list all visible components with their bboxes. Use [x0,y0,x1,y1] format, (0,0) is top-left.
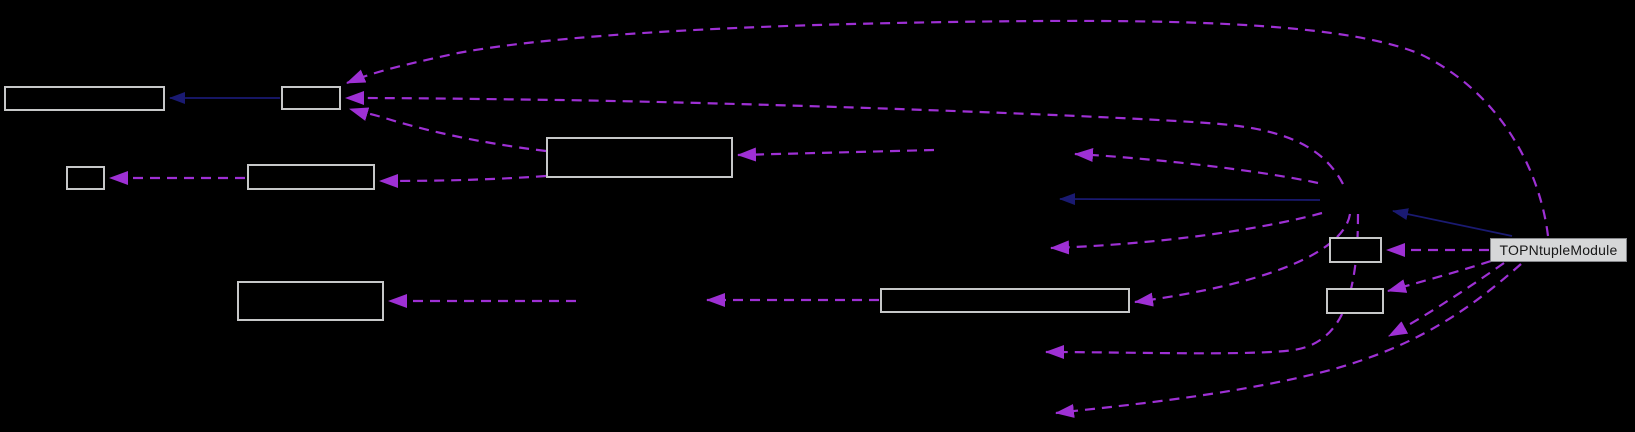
edge-inherit-topntuple [1392,208,1513,237]
class-node-4[interactable] [247,164,375,190]
edge-usage-long-horiz [345,91,1344,185]
class-node-label: TOPNtupleModule [1499,242,1618,258]
edge-usage-top-arc [346,19,1550,237]
edge-usage-box5-to-box4 [379,173,547,188]
class-node-topntuplemodule[interactable]: TOPNtupleModule [1490,238,1627,262]
class-node-8[interactable] [1329,237,1382,263]
class-node-3[interactable] [66,166,105,190]
class-node-9[interactable] [1326,288,1384,314]
edge-usage-short-diag [1388,262,1505,337]
edge-inherit-center [1059,193,1321,206]
edge-usage-fan-low [1045,213,1360,360]
class-node-1[interactable] [4,86,165,111]
edge-usage-fan-upper [1074,147,1319,185]
edge-usage-bottom-curve [1055,263,1522,418]
class-node-2[interactable] [281,86,341,110]
edge-usage-to-box9 [1387,259,1492,293]
class-node-7[interactable] [880,288,1130,313]
edge-usage-to-box7 [1134,213,1352,307]
class-node-5[interactable] [546,137,733,178]
edge-usage-box5-to-box2 [349,107,547,153]
class-node-6[interactable] [237,281,384,321]
edge-usage-fan-mid [1050,211,1323,255]
edge-usage-to-box5 [737,147,935,162]
